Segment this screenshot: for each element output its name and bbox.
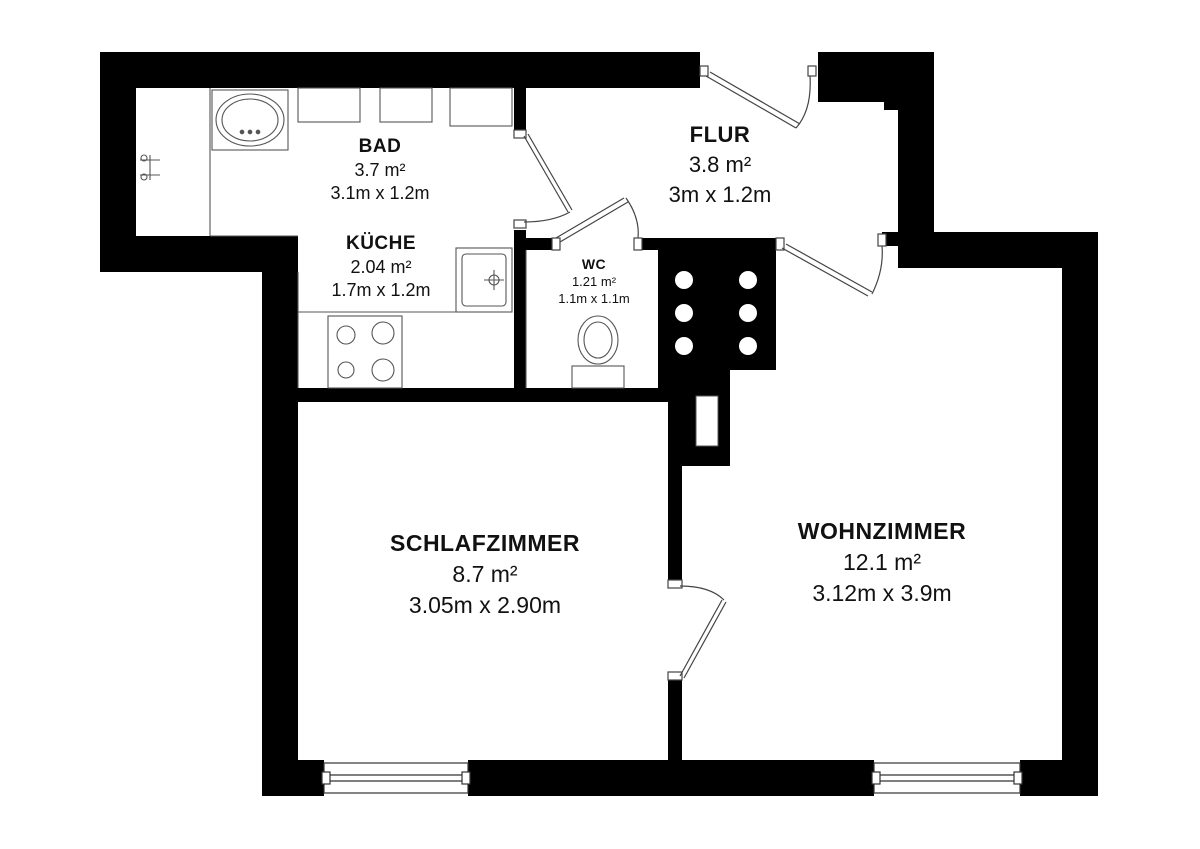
kitchen-fixtures bbox=[297, 247, 513, 389]
chimney-block bbox=[672, 240, 776, 447]
room-label-flur: FLUR 3.8 m² 3m x 1.2m bbox=[630, 122, 810, 208]
room-name: BAD bbox=[358, 136, 402, 157]
window-wohnzimmer bbox=[871, 762, 1023, 794]
room-dimensions: 3.1m x 1.2m bbox=[330, 183, 430, 203]
room-name: SCHLAFZIMMER bbox=[390, 530, 580, 556]
room-area: 3.8 m² bbox=[688, 152, 752, 177]
outer-walls bbox=[100, 52, 1098, 796]
door-wohnzimmer bbox=[775, 233, 887, 297]
room-label-kueche: KÜCHE 2.04 m² 1.7m x 1.2m bbox=[300, 233, 462, 301]
room-label-bad: BAD 3.7 m² 3.1m x 1.2m bbox=[300, 136, 460, 204]
room-dimensions: 1.1m x 1.1m bbox=[558, 291, 630, 306]
room-area: 2.04 m² bbox=[350, 257, 412, 277]
window-schlafzimmer bbox=[321, 762, 471, 794]
wc-fixtures bbox=[525, 250, 625, 389]
room-dimensions: 3.12m x 3.9m bbox=[812, 580, 952, 606]
room-label-wc: WC 1.21 m² 1.1m x 1.1m bbox=[532, 256, 656, 306]
room-label-wohnzimmer: WOHNZIMMER 12.1 m² 3.12m x 3.9m bbox=[770, 518, 994, 607]
room-name: KÜCHE bbox=[345, 233, 417, 254]
door-bad bbox=[513, 129, 573, 229]
room-area: 3.7 m² bbox=[354, 160, 406, 180]
room-dimensions: 3.05m x 2.90m bbox=[408, 592, 562, 618]
room-dimensions: 3m x 1.2m bbox=[668, 182, 772, 207]
door-entrance bbox=[699, 65, 817, 129]
room-area: 12.1 m² bbox=[843, 549, 921, 575]
room-name: WC bbox=[581, 256, 607, 272]
room-area: 1.21 m² bbox=[571, 274, 617, 289]
room-area: 8.7 m² bbox=[452, 561, 518, 587]
bathroom-fixtures bbox=[140, 87, 513, 237]
room-label-schlafzimmer: SCHLAFZIMMER 8.7 m² 3.05m x 2.90m bbox=[360, 530, 610, 619]
door-wc bbox=[551, 197, 643, 251]
room-name: FLUR bbox=[689, 122, 751, 147]
room-dimensions: 1.7m x 1.2m bbox=[331, 280, 431, 300]
door-schlafzimmer bbox=[667, 579, 727, 681]
room-name: WOHNZIMMER bbox=[797, 518, 967, 544]
